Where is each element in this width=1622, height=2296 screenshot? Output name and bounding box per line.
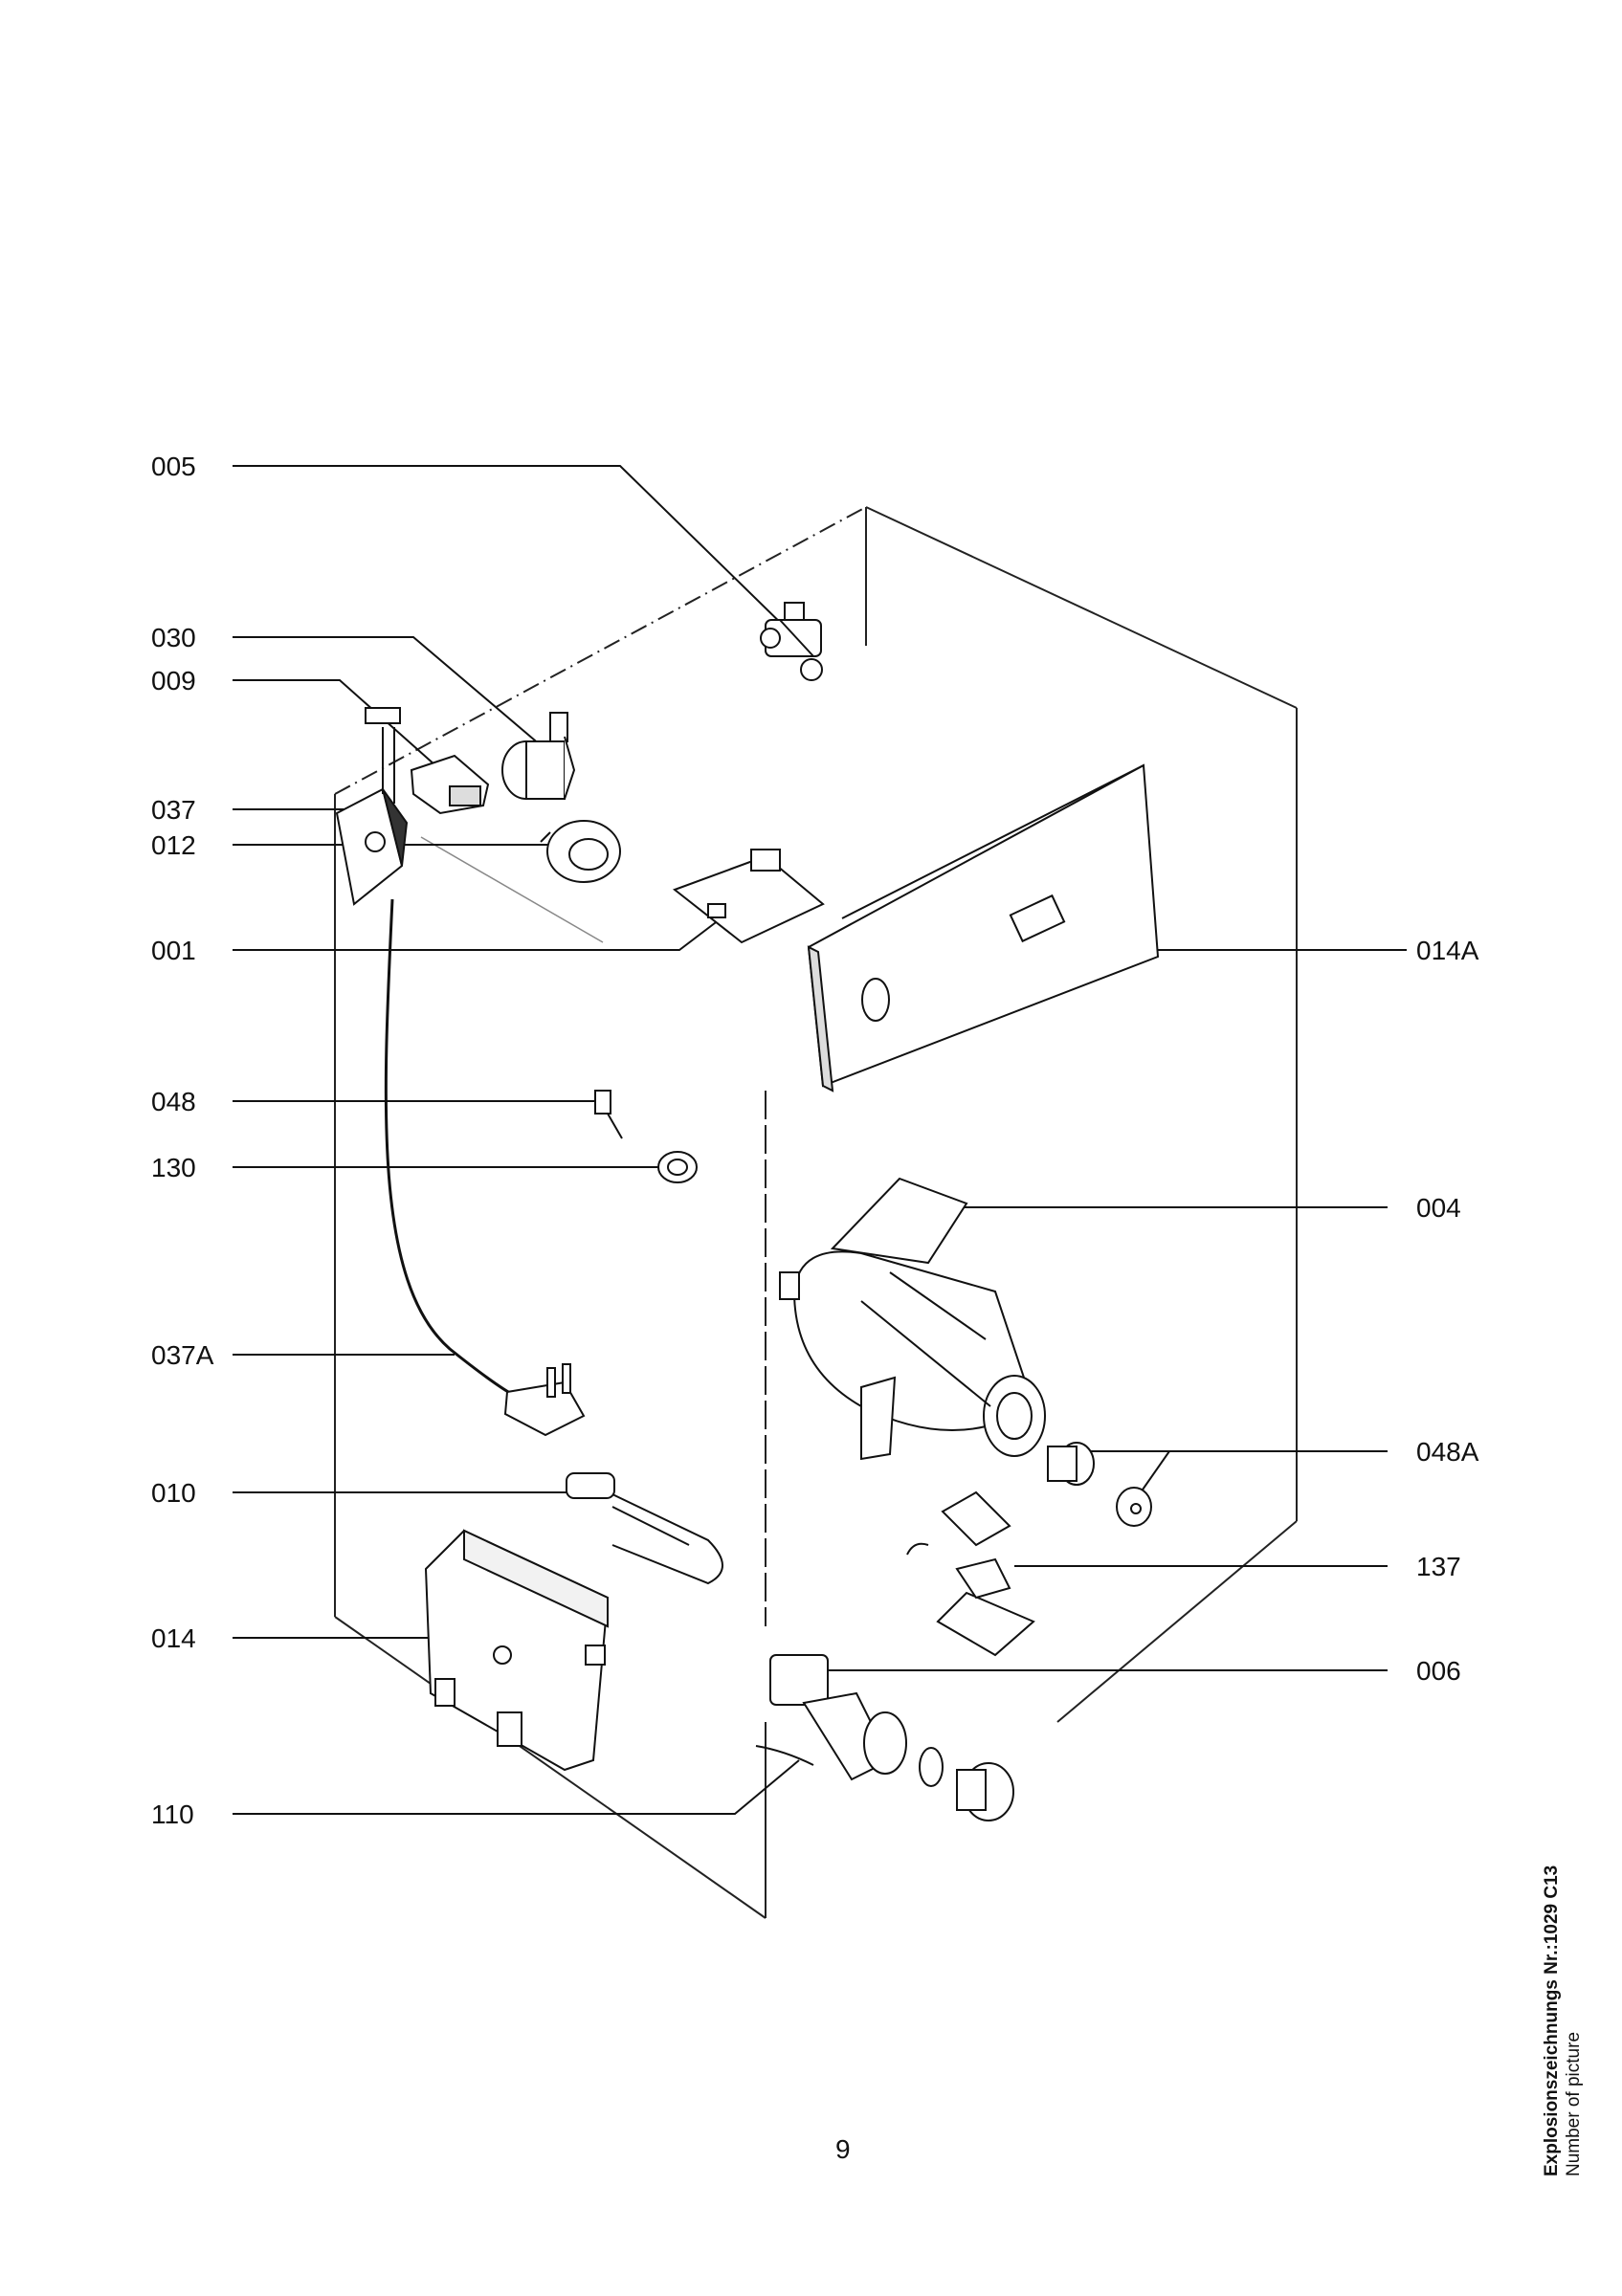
label-005: 005 (151, 452, 196, 481)
part-010-heater (566, 1472, 723, 1585)
part-005-valve (760, 602, 823, 681)
picture-number: Explosionszeichnungs Nr.:1029 C13 (1542, 1865, 1562, 2176)
leader-009 (233, 679, 436, 766)
cabinet-outline (334, 506, 1298, 1919)
part-037-bracket (335, 727, 409, 906)
leader-030 (233, 636, 548, 752)
part-014-box (424, 1529, 610, 1772)
label-001: 001 (151, 936, 196, 965)
label-037A: 037A (151, 1340, 214, 1370)
label-012: 012 (151, 830, 196, 860)
label-004: 004 (1416, 1193, 1461, 1223)
label-130: 130 (151, 1153, 196, 1182)
part-048A-parts (1047, 1442, 1152, 1527)
label-037: 037 (151, 795, 196, 825)
leader-005 (233, 465, 795, 637)
label-048A: 048A (1416, 1437, 1479, 1467)
leader-001 (233, 913, 728, 951)
part-004-motor (779, 1177, 1046, 1461)
part-037A-plug (503, 1363, 586, 1437)
picture-caption: Number of picture (1564, 2031, 1584, 2176)
label-137: 137 (1416, 1552, 1461, 1581)
label-010: 010 (151, 1478, 196, 1508)
label-014: 014 (151, 1623, 196, 1653)
part-014A-control-panel (807, 763, 1160, 1093)
label-014A: 014A (1416, 936, 1479, 965)
part-137-bracket (906, 1490, 1035, 1657)
label-006: 006 (1416, 1656, 1461, 1686)
page-number: 9 (835, 2134, 851, 2164)
picture-number-note: Explosionszeichnungs Nr.:1029 C13 Number… (1541, 1866, 1585, 2176)
label-030: 030 (151, 623, 196, 652)
label-110: 110 (151, 1799, 194, 1829)
label-048: 048 (151, 1087, 196, 1116)
leader-110 (233, 1759, 800, 1815)
part-006-drain-pump (755, 1654, 1014, 1821)
part-009-connector (365, 707, 490, 815)
part-001-control-board (672, 849, 825, 944)
label-009: 009 (151, 666, 196, 695)
part-048-sensor (594, 1090, 623, 1139)
part-012-pressure-switch (540, 820, 621, 883)
part-037A-power-cord (384, 898, 518, 1399)
part-030-cylinder (501, 712, 576, 800)
part-130-disc (657, 1151, 698, 1183)
